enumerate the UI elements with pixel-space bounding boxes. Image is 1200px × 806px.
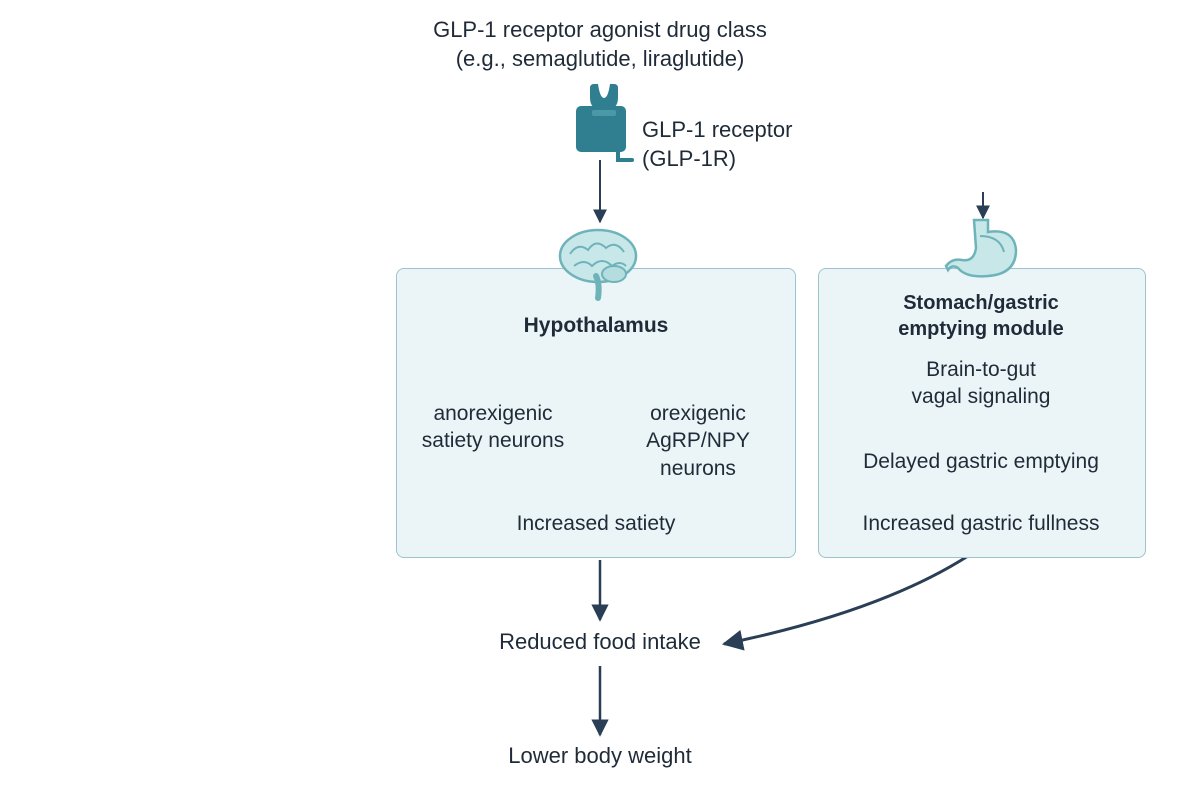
- receptor-label-line1: GLP-1 receptor: [642, 117, 793, 142]
- brain-icon: [558, 228, 638, 301]
- anorexigenic-line1: anorexigenic: [433, 402, 553, 425]
- hypothalamus-title: Hypothalamus: [523, 314, 669, 337]
- orexigenic-line1: orexigenic: [650, 402, 746, 425]
- vagal-line2: vagal signaling: [911, 385, 1051, 409]
- orexigenic-neurons: orexigenic AgRP/NPY neurons: [608, 400, 788, 482]
- vagal-signaling: Brain-to-gut vagal signaling: [843, 356, 1119, 411]
- hypothalamus-box: [396, 268, 796, 558]
- stomach-box: [818, 268, 1146, 558]
- receptor-label-line2: (GLP-1R): [642, 145, 737, 171]
- drug-class-title-line2: (e.g., semaglutide, liraglutide): [455, 45, 745, 71]
- reduced-food-intake: Reduced food intake: [499, 629, 701, 654]
- delayed-gastric-emptying: Delayed gastric emptying: [863, 450, 1099, 473]
- drug-class-title-line1: GLP-1 receptor agonist drug class: [433, 17, 767, 42]
- stomach-icon: [944, 218, 1018, 278]
- stomach-title-line2: emptying module: [898, 318, 1064, 340]
- increased-gastric-fullness: Increased gastric fullness: [862, 512, 1100, 535]
- receptor-label: GLP-1 receptor (GLP-1R): [642, 116, 792, 173]
- orexigenic-line2: AgRP/NPY: [646, 429, 750, 453]
- anorexigenic-neurons: anorexigenic satiety neurons: [398, 400, 588, 455]
- receptor-icon: [576, 84, 634, 162]
- stomach-title: Stomach/gastric emptying module: [843, 290, 1119, 342]
- orexigenic-line3: neurons: [660, 456, 736, 480]
- stomach-title-line1: Stomach/gastric: [903, 292, 1059, 314]
- lower-body-weight: Lower body weight: [508, 743, 692, 768]
- arrow-stomach-to-intake: [721, 554, 969, 651]
- vagal-line1: Brain-to-gut: [926, 358, 1036, 381]
- anorexigenic-line2: satiety neurons: [421, 429, 565, 453]
- drug-class-title: GLP-1 receptor agonist drug class (e.g.,…: [360, 16, 840, 73]
- increased-satiety: Increased satiety: [516, 512, 676, 535]
